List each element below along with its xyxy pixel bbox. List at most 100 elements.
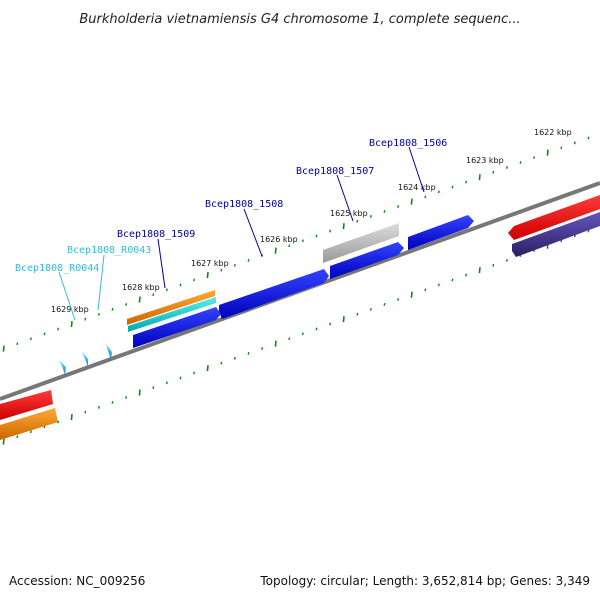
rna-bcep1808-1509[interactable] bbox=[128, 297, 216, 332]
lower-ruler-minor-tick bbox=[247, 352, 250, 355]
gene-label-bcep1808-1509[interactable]: Bcep1808_1509 bbox=[117, 229, 195, 240]
lower-ruler-minor-tick bbox=[397, 298, 400, 301]
upper-ruler-major-tick bbox=[138, 296, 141, 303]
lower-ruler-minor-tick bbox=[97, 405, 100, 409]
upper-ruler-minor-tick bbox=[84, 317, 87, 321]
lower-ruler-minor-tick bbox=[261, 347, 264, 350]
upper-ruler-minor-tick bbox=[233, 263, 236, 267]
cds-bcep1808-1507[interactable] bbox=[330, 242, 404, 279]
leader-line-r0044 bbox=[58, 271, 76, 321]
tick-label-1622: 1622 kbp bbox=[534, 128, 572, 137]
upper-ruler-minor-tick bbox=[369, 214, 372, 218]
lower-ruler-minor-tick bbox=[315, 327, 318, 331]
gene-bcep1808-1509[interactable] bbox=[127, 290, 215, 325]
tick-labels: 1622 kbp 1623 kbp 1624 kbp 1625 kbp 1626… bbox=[51, 128, 572, 314]
upper-ruler-minor-tick bbox=[29, 337, 32, 341]
gene-label-bcep1808-1507[interactable]: Bcep1808_1507 bbox=[296, 166, 374, 177]
lower-ruler-minor-tick bbox=[437, 283, 440, 287]
leader-line-r0043 bbox=[97, 254, 105, 311]
tick-label-1629: 1629 kbp bbox=[51, 305, 89, 314]
map-title: Burkholderia vietnamiensis G4 chromosome… bbox=[79, 12, 520, 27]
lower-ruler-minor-tick bbox=[356, 312, 359, 316]
lower-ruler-minor-tick bbox=[383, 303, 386, 306]
gene-label-bcep1808-1508[interactable]: Bcep1808_1508 bbox=[205, 199, 283, 210]
gene-label-bcep1808-r0044[interactable]: Bcep1808_R0044 bbox=[15, 263, 99, 274]
lower-ruler-minor-tick bbox=[84, 410, 87, 414]
leader-line-1507 bbox=[336, 174, 354, 222]
upper-ruler-minor-tick bbox=[587, 136, 590, 140]
upper-ruler-major-tick bbox=[546, 149, 549, 156]
lower-ruler-major-tick bbox=[206, 365, 209, 372]
lower-ruler-minor-tick bbox=[465, 273, 468, 277]
label-leader-lines bbox=[58, 146, 425, 321]
leader-line-1509 bbox=[157, 238, 166, 289]
lower-ruler-minor-tick bbox=[424, 288, 427, 292]
rrna-feature-left[interactable] bbox=[0, 390, 53, 420]
upper-ruler-minor-tick bbox=[465, 180, 468, 184]
upper-ruler-minor-tick bbox=[125, 303, 128, 306]
upper-ruler-minor-tick bbox=[356, 219, 359, 223]
trna-bcep1808-r0044[interactable] bbox=[82, 352, 88, 367]
lower-ruler-major-tick bbox=[478, 267, 481, 274]
lower-ruler-major-tick bbox=[2, 438, 5, 445]
purple-feature-right[interactable] bbox=[512, 212, 600, 257]
upper-ruler-minor-tick bbox=[97, 312, 100, 316]
leader-line-1508 bbox=[243, 208, 263, 257]
tick-label-1628: 1628 kbp bbox=[122, 283, 160, 292]
lower-ruler-minor-tick bbox=[288, 337, 291, 341]
lower-ruler-minor-tick bbox=[587, 229, 590, 233]
upper-ruler-minor-tick bbox=[451, 185, 454, 189]
upper-ruler-minor-tick bbox=[505, 165, 508, 169]
upper-ruler-minor-tick bbox=[492, 170, 495, 174]
lower-ruler-minor-tick bbox=[125, 396, 128, 399]
lower-ruler-minor-tick bbox=[233, 356, 236, 360]
lower-ruler-minor-tick bbox=[329, 322, 332, 326]
upper-ruler-major-tick bbox=[478, 174, 481, 181]
upper-ruler-minor-tick bbox=[288, 244, 291, 248]
upper-ruler-minor-tick bbox=[424, 195, 427, 199]
cds-bcep1808-1506[interactable] bbox=[408, 215, 474, 250]
lower-ruler-major-tick bbox=[70, 414, 73, 421]
upper-ruler-minor-tick bbox=[165, 288, 168, 292]
rrna-feature-right[interactable] bbox=[508, 195, 600, 240]
upper-ruler bbox=[2, 136, 590, 352]
upper-ruler-minor-tick bbox=[315, 234, 318, 238]
upper-ruler-minor-tick bbox=[519, 161, 522, 164]
lower-ruler-minor-tick bbox=[165, 381, 168, 385]
lower-ruler-major-tick bbox=[274, 340, 277, 347]
upper-ruler-minor-tick bbox=[179, 283, 182, 287]
gene-label-bcep1808-1506[interactable]: Bcep1808_1506 bbox=[369, 138, 447, 149]
trna-bcep1808-r0043[interactable] bbox=[106, 344, 112, 360]
cds-bcep1808-1509[interactable] bbox=[133, 307, 221, 348]
gene-label-bcep1808-r0043[interactable]: Bcep1808_R0043 bbox=[67, 245, 151, 256]
lower-ruler-minor-tick bbox=[492, 263, 495, 267]
upper-ruler-minor-tick bbox=[560, 146, 563, 150]
lower-ruler-minor-tick bbox=[29, 430, 32, 434]
cds-bcep1808-1508[interactable] bbox=[219, 269, 329, 319]
upper-ruler-minor-tick bbox=[533, 156, 536, 160]
gene-labels: Bcep1808_1506 Bcep1808_1507 Bcep1808_150… bbox=[15, 138, 447, 274]
trna-feature-left[interactable] bbox=[59, 360, 66, 375]
upper-ruler-minor-tick bbox=[43, 332, 46, 336]
pseudogene-bcep1808-1507[interactable] bbox=[323, 223, 399, 263]
leader-line-1506 bbox=[408, 146, 425, 193]
lower-ruler-minor-tick bbox=[505, 258, 508, 262]
tick-label-1624: 1624 kbp bbox=[398, 183, 436, 192]
lower-ruler-major-tick bbox=[342, 316, 345, 323]
lower-ruler-major-tick bbox=[410, 291, 413, 298]
lower-ruler-minor-tick bbox=[57, 420, 60, 424]
upper-ruler-minor-tick bbox=[152, 293, 155, 297]
upper-ruler-minor-tick bbox=[57, 327, 60, 331]
upper-ruler-major-tick bbox=[410, 198, 413, 205]
upper-ruler-major-tick bbox=[342, 223, 345, 230]
lower-ruler-minor-tick bbox=[220, 361, 223, 365]
tick-label-1623: 1623 kbp bbox=[466, 156, 504, 165]
upper-ruler-major-tick bbox=[206, 272, 209, 279]
upper-ruler-minor-tick bbox=[301, 239, 304, 243]
upper-ruler-major-tick bbox=[70, 321, 73, 328]
upper-ruler-major-tick bbox=[2, 345, 5, 352]
upper-ruler-minor-tick bbox=[193, 278, 196, 282]
gene-feature-left[interactable] bbox=[0, 408, 58, 440]
lower-ruler-minor-tick bbox=[451, 278, 454, 282]
